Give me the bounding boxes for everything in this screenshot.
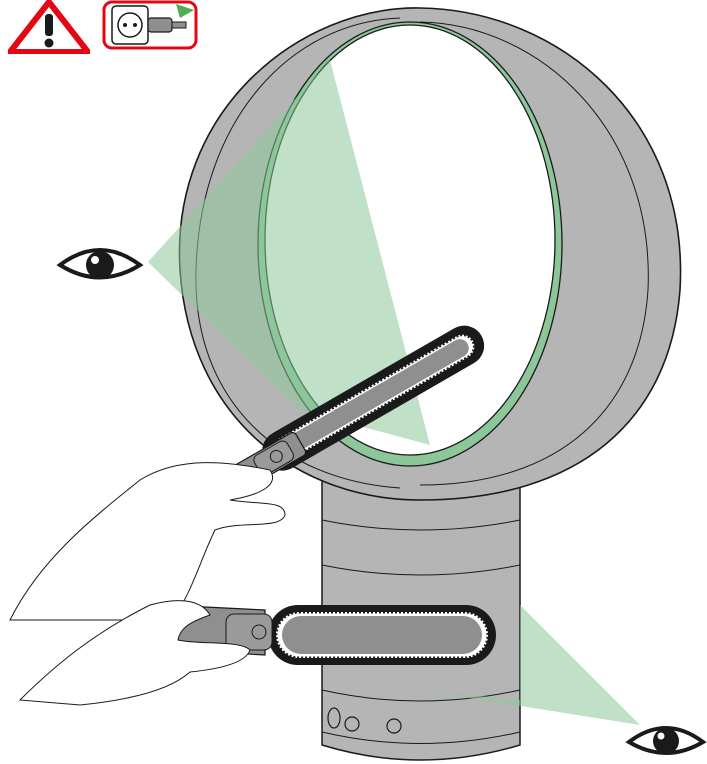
warning-triangle-icon xyxy=(8,0,90,54)
eye-icon xyxy=(55,240,145,290)
unplug-power-icon xyxy=(102,0,198,50)
hand-outline xyxy=(10,463,285,705)
eye-icon xyxy=(625,718,707,764)
